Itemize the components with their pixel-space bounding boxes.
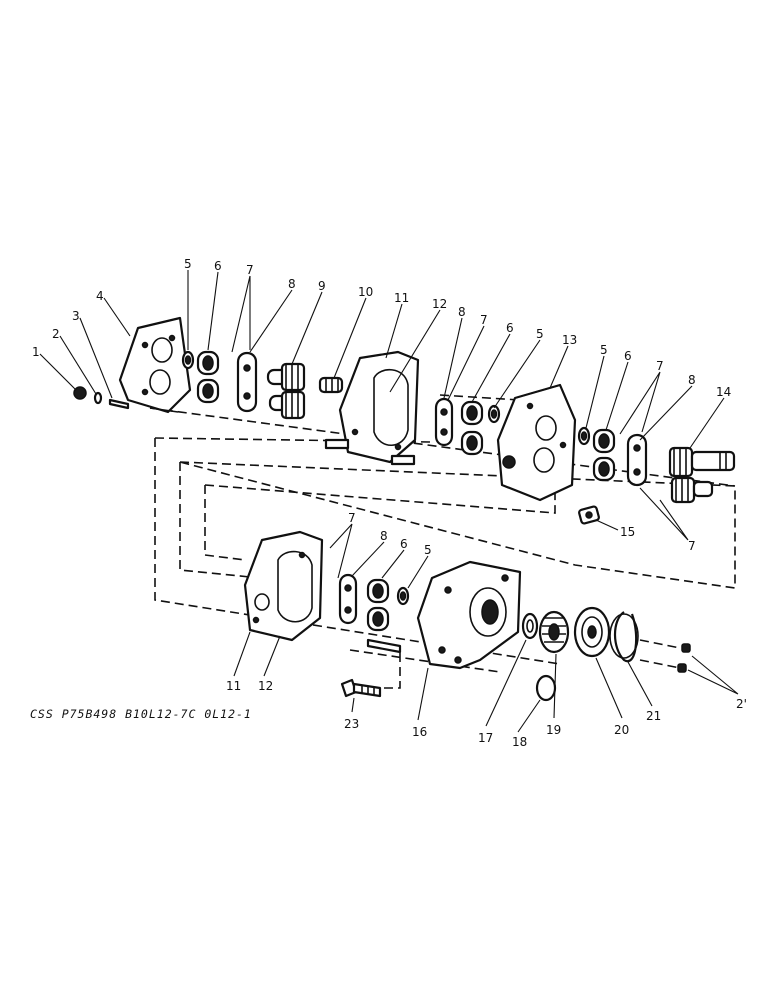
figure-reference-code: CSS P75B498 B10L12-7C 0L12-1 [30, 707, 252, 721]
callout-12b: 12 [258, 679, 273, 693]
callout-7a: 7 [246, 263, 254, 277]
part-5-seal-ring-middle [487, 404, 501, 424]
callout-7e: 7 [348, 511, 356, 525]
callout-9: 9 [318, 279, 326, 293]
callout-15: 15 [620, 525, 635, 539]
callout-13: 13 [562, 333, 577, 347]
leader-lines [39, 270, 739, 733]
part-6-bushings-right [592, 428, 616, 482]
part-2-prime-nuts [677, 643, 691, 673]
callout-14: 14 [716, 385, 731, 399]
part-21-snap-ring [609, 611, 639, 663]
callout-11a: 11 [394, 291, 409, 305]
part-14-drive-gear-shaft [668, 446, 736, 504]
callout-11b: 11 [226, 679, 241, 693]
part-8-figure-eight-seal [236, 351, 258, 413]
callout-21: 21 [646, 709, 661, 723]
callout-5c: 5 [600, 343, 608, 357]
callout-4: 4 [96, 289, 104, 303]
part-8-seal-right [626, 433, 648, 487]
part-11-gear-housing [324, 350, 420, 466]
part-16-mounting-flange [416, 560, 522, 670]
part-19-shaft-seal [538, 610, 570, 654]
part-17-retainer-ring [521, 612, 539, 640]
callout-17: 17 [478, 731, 493, 745]
callout-2: 2 [52, 327, 60, 341]
part-8-seal-lower [338, 573, 358, 625]
part-9-gear-shafts [266, 362, 306, 420]
part-5-seal-ring-lower [396, 586, 410, 606]
part-1-nut [73, 386, 87, 400]
part-6-bushings [196, 350, 220, 404]
callout-1: 1 [32, 345, 40, 359]
part-8-seal-middle [434, 397, 454, 447]
callout-12a: 12 [432, 297, 447, 311]
callout-7d: 7 [688, 539, 696, 553]
callout-7c: 7 [656, 359, 664, 373]
part-3-stud [108, 398, 130, 410]
callout-5b: 5 [536, 327, 544, 341]
part-20-ball-bearing [573, 606, 611, 658]
callout-6c: 6 [624, 349, 632, 363]
callout-6d: 6 [400, 537, 408, 551]
callout-3: 3 [72, 309, 80, 323]
callout-8c: 8 [688, 373, 696, 387]
callout-20: 20 [614, 723, 629, 737]
dowel-pin [366, 638, 402, 654]
part-23-bolt [340, 678, 382, 698]
callout-8d: 8 [380, 529, 388, 543]
callout-8b: 8 [458, 305, 466, 319]
part-13-center-plate [496, 383, 577, 502]
callout-8a: 8 [288, 277, 296, 291]
callout-16: 16 [412, 725, 427, 739]
callout-6a: 6 [214, 259, 222, 273]
callout-5d: 5 [424, 543, 432, 557]
part-5-seal-ring [181, 350, 195, 370]
callout-5a: 5 [184, 257, 192, 271]
part-18-o-ring [535, 674, 557, 702]
part-6-bushings-lower [366, 578, 390, 632]
callout-18: 18 [512, 735, 527, 749]
part-5-seal-ring-right [577, 426, 591, 446]
callout-2-prime: 2' [736, 697, 747, 711]
callout-labels: 1 2 3 4 5 6 7 8 9 10 11 12 8 7 6 5 13 5 … [32, 257, 747, 749]
callout-6b: 6 [506, 321, 514, 335]
callout-7b: 7 [480, 313, 488, 327]
part-6-bushings-middle [460, 400, 484, 456]
part-2-washer [93, 391, 103, 405]
callout-19: 19 [546, 723, 561, 737]
part-10-spline-shaft [318, 376, 344, 394]
part-11-gear-housing-lower [243, 530, 324, 642]
callout-10: 10 [358, 285, 373, 299]
callout-23: 23 [344, 717, 359, 731]
part-15-plug-fitting [578, 505, 600, 525]
part-4-cover-plate [118, 316, 192, 414]
